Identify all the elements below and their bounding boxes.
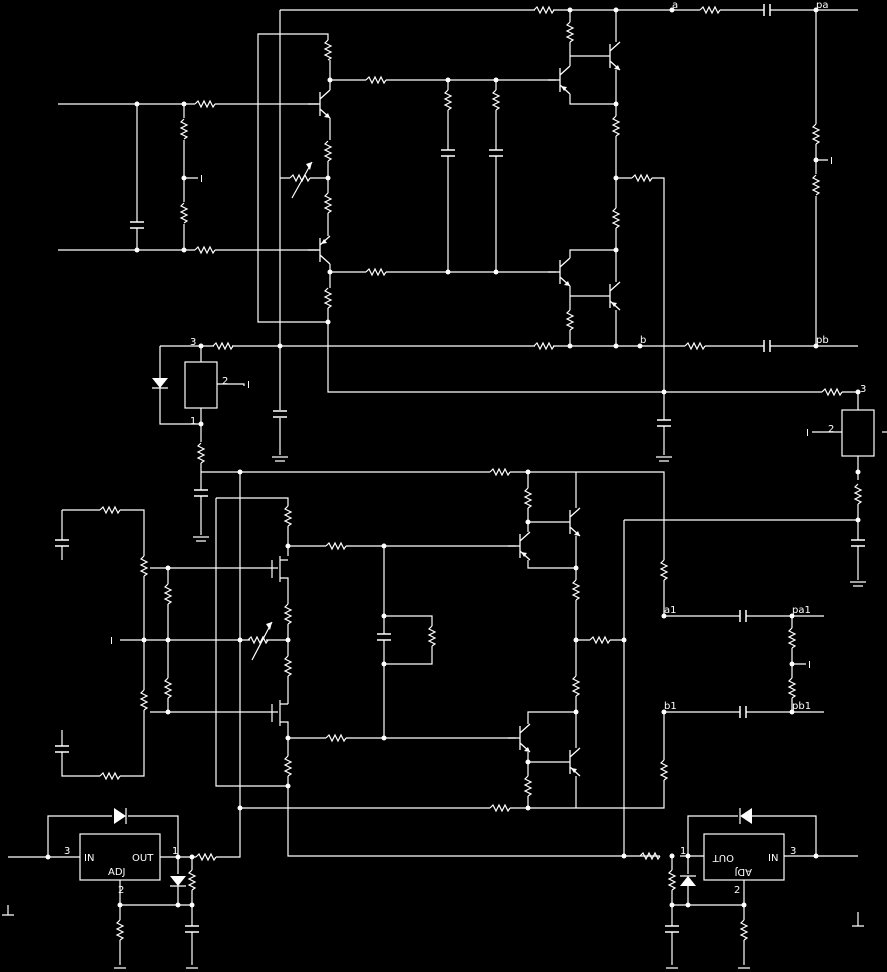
node-label-pb: pb <box>816 335 829 346</box>
reg-left-adj-label: ADJ <box>108 867 126 878</box>
ground-mark-lower-output: I <box>808 660 811 671</box>
node-label-b1: b1 <box>664 701 677 712</box>
regulator-right-side: 3 2 I <box>624 384 887 587</box>
reg-right-pin-1: 1 <box>680 846 686 857</box>
regulator-top-left: 3 2 1 I <box>152 337 250 542</box>
node-label-a: a <box>672 0 678 11</box>
reg-right-pin-2: 2 <box>734 885 740 896</box>
reg-right-adj-label: ADJ <box>735 866 753 877</box>
reg-left-pin-3: 3 <box>64 846 70 857</box>
pin-label-1: 1 <box>190 416 196 427</box>
regulator-bottom-left: IN OUT ADJ 3 1 2 <box>2 808 241 969</box>
node-label-b: b <box>640 335 646 346</box>
ground-mark-top-input: I <box>200 174 203 185</box>
reg-left-out-label: OUT <box>132 853 154 864</box>
pin-label-3: 3 <box>190 337 196 348</box>
node-label-a1: a1 <box>664 605 677 616</box>
pin-label-2-right: 2 <box>828 424 834 435</box>
node-label-pa: pa <box>816 0 828 11</box>
reg-right-out-label: OUT <box>712 852 734 863</box>
ground-mark-reg-top-left: I <box>247 380 250 391</box>
reg-left-in-label: IN <box>84 853 94 864</box>
reg-right-in-label: IN <box>768 853 778 864</box>
top-amplifier: I <box>58 0 858 462</box>
pin-label-3-right: 3 <box>860 384 866 395</box>
ground-mark-lower-input: I <box>110 636 113 647</box>
reg-right-pin-3: 3 <box>790 846 796 857</box>
regulator-bottom-right: OUT IN ADJ 3 1 2 <box>639 808 864 969</box>
lower-amplifier: I <box>54 468 824 859</box>
node-label-pb1: pb1 <box>792 701 811 712</box>
node-label-pa1: pa1 <box>792 605 811 616</box>
ground-mark-reg-right: I <box>806 428 809 439</box>
pin-label-2: 2 <box>222 376 228 387</box>
reg-left-pin-2: 2 <box>118 885 124 896</box>
ground-mark-top-output: I <box>830 156 833 167</box>
reg-left-pin-1: 1 <box>172 846 178 857</box>
